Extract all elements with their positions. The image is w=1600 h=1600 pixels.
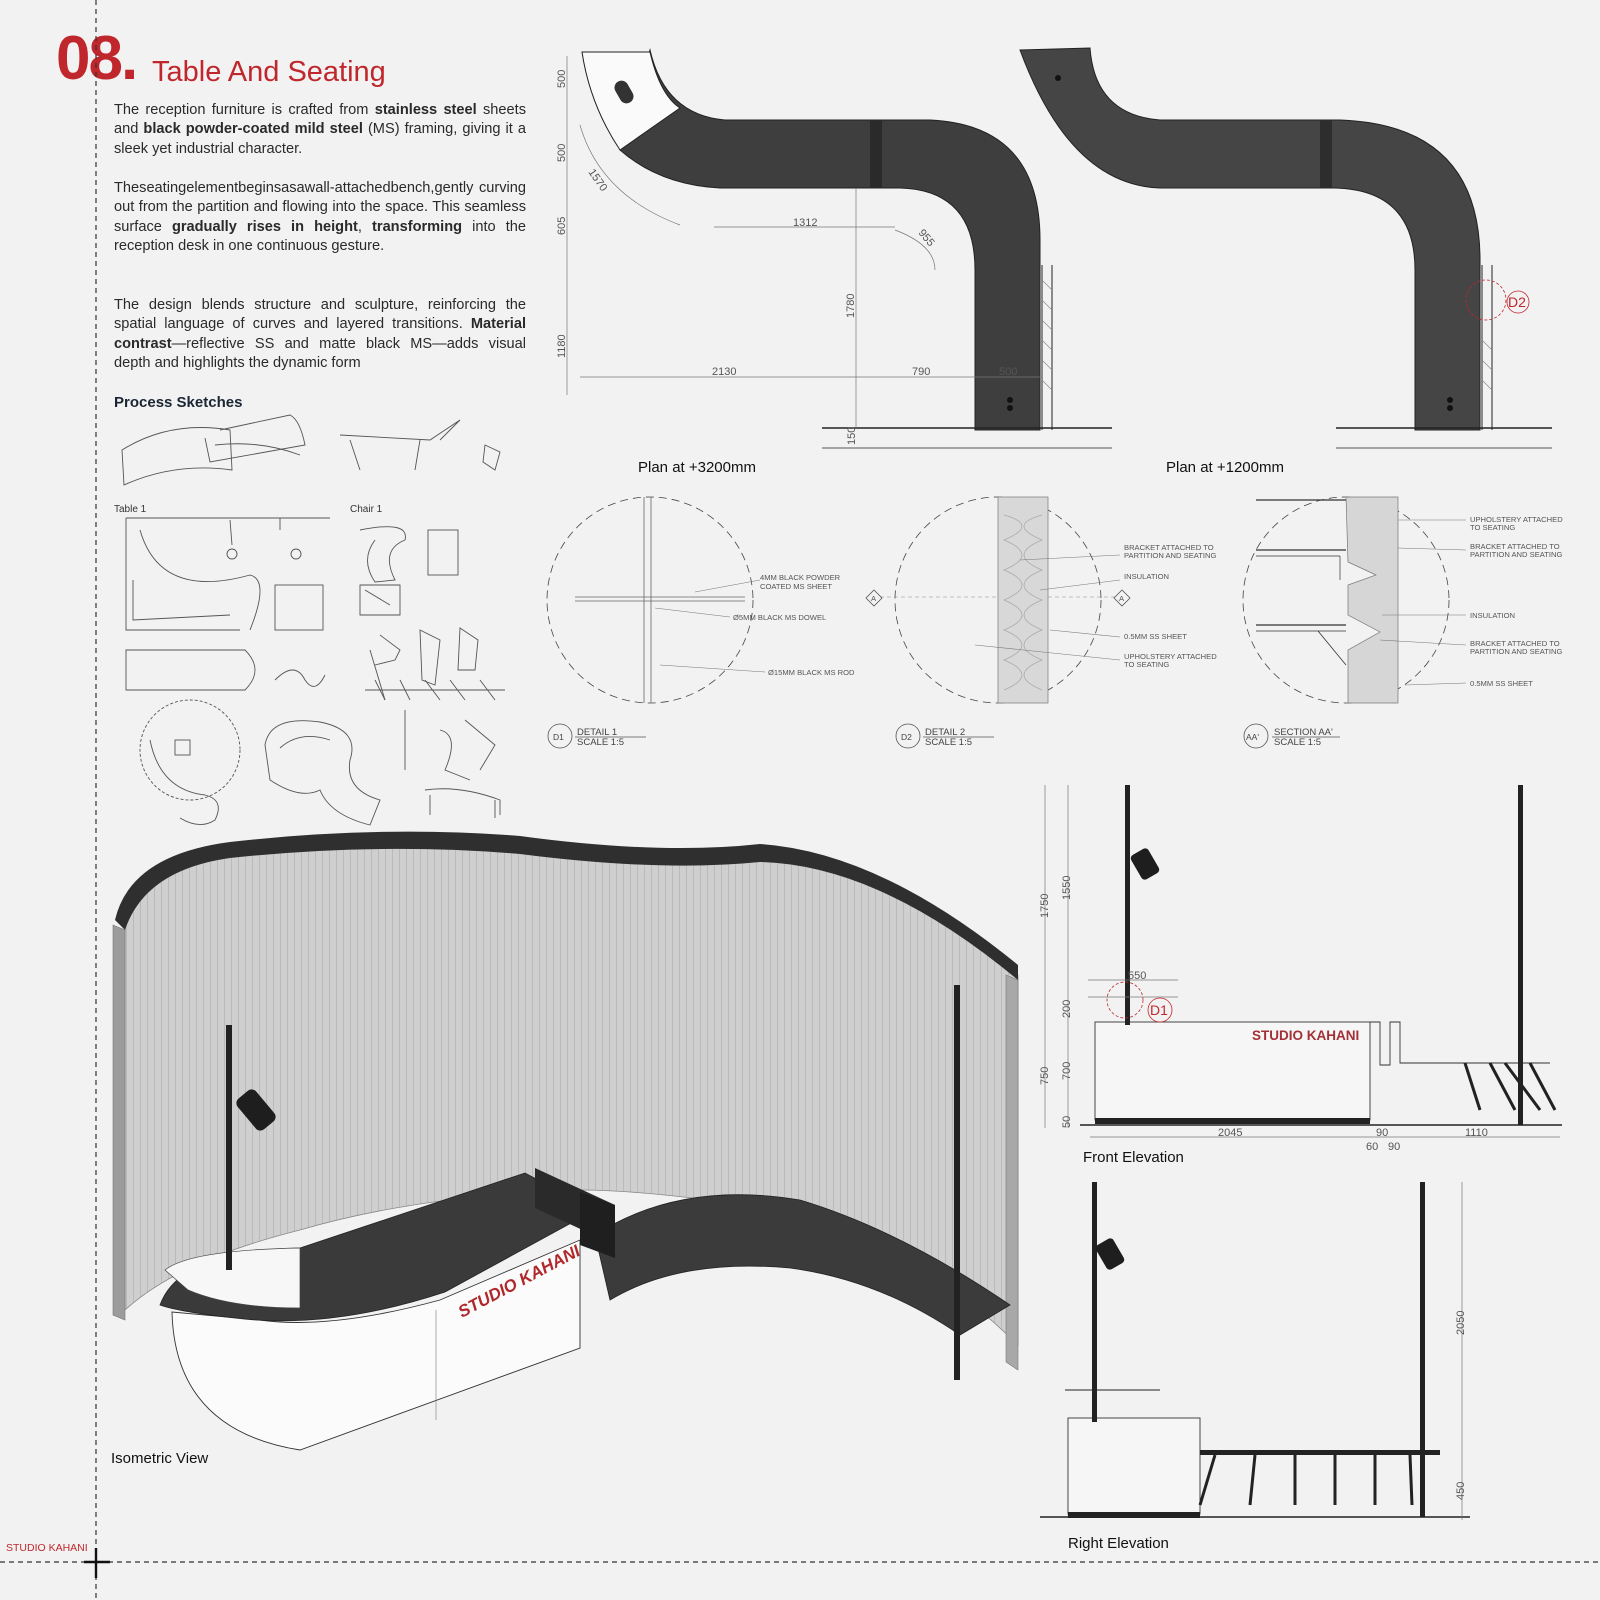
right-elevation-caption: Right Elevation [1068,1535,1169,1552]
svg-text:D1: D1 [553,732,564,742]
svg-text:UPHOLSTERY ATTACHED: UPHOLSTERY ATTACHED [1470,515,1563,524]
svg-text:500: 500 [556,70,568,88]
svg-text:INSULATION: INSULATION [1124,572,1169,581]
svg-text:TO SEATING: TO SEATING [1124,660,1169,669]
section-title: Table And Seating [152,56,386,88]
svg-text:955: 955 [916,227,937,249]
svg-text:4MM BLACK POWDER: 4MM BLACK POWDER [760,573,841,582]
sketch-label-chair-1: Chair 1 [350,504,383,515]
svg-text:BRACKET ATTACHED TO: BRACKET ATTACHED TO [1124,543,1214,552]
intro-paragraph-1: The reception furniture is crafted from … [114,102,526,157]
svg-text:PARTITION AND SEATING: PARTITION AND SEATING [1470,647,1562,656]
front-elevation-brand: STUDIO KAHANI [1252,1028,1359,1043]
svg-text:0.5MM SS SHEET: 0.5MM SS SHEET [1470,679,1533,688]
plan-3200: 500 500 1570 605 1312 955 1780 1180 2130… [556,48,1112,449]
svg-text:1110: 1110 [1465,1127,1488,1139]
svg-text:BRACKET ATTACHED TO: BRACKET ATTACHED TO [1470,542,1560,551]
svg-text:750: 750 [1039,1067,1051,1085]
svg-text:60: 60 [1366,1141,1378,1153]
svg-text:1312: 1312 [793,217,817,229]
svg-text:SCALE 1:5: SCALE 1:5 [1274,737,1321,748]
svg-text:A: A [1119,594,1125,603]
detail-2: A A BRACKET ATTACHED TO PARTITION AND SE… [865,496,1217,749]
svg-text:AA': AA' [1246,732,1259,742]
section-number: 08. [56,24,138,93]
svg-text:PARTITION AND SEATING: PARTITION AND SEATING [1124,551,1216,560]
sketch-label-table-1: Table 1 [114,504,147,515]
svg-text:SCALE 1:5: SCALE 1:5 [925,737,972,748]
intro-paragraph-2: Theseatingelementbeginsasawall-attachedb… [114,180,527,255]
sketches-title: Process Sketches [114,394,243,411]
svg-text:D1: D1 [1150,1002,1168,1018]
intro-paragraph-3: The design blends structure and sculptur… [114,297,526,372]
svg-text:SCALE 1:5: SCALE 1:5 [577,737,624,748]
svg-text:2050: 2050 [1455,1311,1467,1335]
plan-1200-tag: D2 [1508,294,1526,310]
svg-text:A: A [871,594,877,603]
svg-text:790: 790 [912,366,930,378]
footer-brand: STUDIO KAHANI [6,1542,88,1554]
svg-text:605: 605 [556,217,568,235]
plan-1200-caption: Plan at +1200mm [1166,459,1284,476]
svg-text:1780: 1780 [845,294,857,318]
svg-text:550: 550 [1128,970,1146,982]
isometric-view: STUDIO KAHANI [112,831,1019,1451]
svg-text:2045: 2045 [1218,1127,1242,1139]
detail-1: 4MM BLACK POWDER COATED MS SHEET Ø5MM BL… [546,496,855,749]
svg-text:1550: 1550 [1061,876,1073,900]
svg-text:DETAIL 1: DETAIL 1 [577,727,617,738]
right-elevation: 2050 450 [1040,1182,1470,1520]
svg-text:90: 90 [1376,1127,1388,1139]
svg-text:SECTION AA': SECTION AA' [1274,727,1333,738]
section-aa: UPHOLSTERY ATTACHED TO SEATING BRACKET A… [1242,496,1563,749]
svg-text:2130: 2130 [712,366,736,378]
process-sketches: Table 1 Chair 1 [114,414,505,826]
svg-text:TO SEATING: TO SEATING [1470,523,1515,532]
svg-text:INSULATION: INSULATION [1470,611,1515,620]
isometric-caption: Isometric View [111,1450,208,1467]
svg-text:1750: 1750 [1039,894,1051,918]
svg-text:UPHOLSTERY ATTACHED: UPHOLSTERY ATTACHED [1124,652,1217,661]
svg-text:50: 50 [1061,1116,1073,1128]
svg-text:150: 150 [846,427,858,445]
svg-text:700: 700 [1061,1062,1073,1080]
svg-text:200: 200 [1061,1000,1073,1018]
svg-text:PARTITION AND SEATING: PARTITION AND SEATING [1470,550,1562,559]
svg-text:1180: 1180 [556,334,568,358]
svg-text:500: 500 [999,366,1017,378]
svg-text:1570: 1570 [586,167,610,194]
svg-text:0.5MM SS SHEET: 0.5MM SS SHEET [1124,632,1187,641]
plan-3200-caption: Plan at +3200mm [638,459,756,476]
front-elevation-caption: Front Elevation [1083,1149,1184,1166]
svg-text:DETAIL 2: DETAIL 2 [925,727,965,738]
svg-text:Ø5MM BLACK MS DOWEL: Ø5MM BLACK MS DOWEL [733,613,826,622]
svg-text:450: 450 [1455,1482,1467,1500]
plan-1200: D2 [1019,47,1552,449]
svg-text:Ø15MM BLACK MS ROD: Ø15MM BLACK MS ROD [768,668,855,677]
svg-text:BRACKET ATTACHED TO: BRACKET ATTACHED TO [1470,639,1560,648]
svg-text:COATED MS SHEET: COATED MS SHEET [760,582,832,591]
svg-text:500: 500 [556,144,568,162]
svg-text:90: 90 [1388,1141,1400,1153]
svg-text:D2: D2 [901,732,912,742]
front-elevation: STUDIO KAHANI D1 1750 1550 550 200 750 7… [1039,785,1562,1153]
